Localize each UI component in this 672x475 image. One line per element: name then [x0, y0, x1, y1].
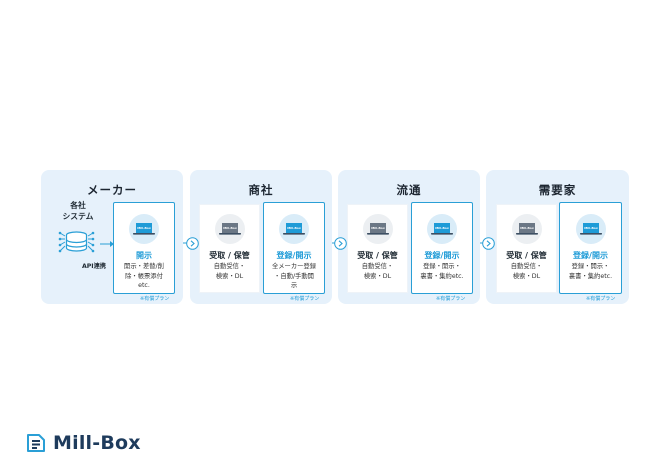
svg-text:Mill-Box: Mill-Box — [435, 226, 449, 230]
paid-plan-note: ※有償プラン — [436, 296, 466, 302]
box-description: 全メーカー登録 ・自動/手動開 示 — [271, 263, 317, 290]
consumer-receive-box: Mill-Box 受取 / 保管 自動受信・ 検索・DL — [496, 204, 557, 293]
brand-name: Mill-Box — [53, 432, 141, 454]
svg-text:Mill-Box: Mill-Box — [137, 226, 151, 230]
svg-text:Mill-Box: Mill-Box — [371, 226, 385, 230]
systems-label: 各社 システム — [62, 201, 94, 221]
trading-register-box: Mill-Box 登録/開示 全メーカー登録 ・自動/手動開 示 — [263, 202, 325, 294]
brand-logo: Mill-Box — [25, 432, 141, 454]
box-label: 登録/開示 — [276, 251, 312, 260]
database-icon — [58, 231, 95, 253]
panel-title-consumer: 需要家 — [538, 183, 577, 197]
arrow-right-circle-icon — [482, 236, 495, 250]
box-description: 登録・開示・ 裏書・集約etc. — [420, 263, 464, 280]
arrow-right-circle-icon — [186, 236, 199, 250]
paid-plan-note: ※有償プラン — [140, 296, 170, 302]
box-description: 登録・開示・ 裏書・集約etc. — [568, 263, 613, 280]
distribution-register-box: Mill-Box 登録/開示 登録・開示・ 裏書・集約etc. — [411, 202, 473, 294]
box-description: 自動受信・ 検索・DL — [213, 263, 246, 280]
laptop-icon: Mill-Box — [279, 214, 309, 244]
box-label: 受取 / 保管 — [506, 251, 547, 260]
svg-text:Mill-Box: Mill-Box — [584, 226, 598, 230]
mill-box-logo-icon — [27, 434, 45, 452]
panel-title-distribution: 流通 — [396, 183, 422, 197]
box-label: 受取 / 保管 — [209, 251, 250, 260]
laptop-icon: Mill-Box — [362, 214, 393, 244]
svg-text:Mill-Box: Mill-Box — [223, 226, 237, 230]
laptop-icon: Mill-Box — [427, 214, 457, 244]
panel-title-maker: メーカー — [87, 183, 137, 197]
api-label: API連携 — [81, 263, 106, 270]
box-label: 開示 — [136, 251, 152, 260]
laptop-icon: Mill-Box — [129, 214, 159, 244]
api-arrow — [100, 241, 114, 247]
distribution-receive-box: Mill-Box 受取 / 保管 自動受信・ 検索・DL — [347, 204, 408, 293]
laptop-icon: Mill-Box — [214, 214, 245, 244]
box-description: 自動受信・ 検索・DL — [510, 263, 543, 280]
consumer-register-box: Mill-Box 登録/開示 登録・開示・ 裏書・集約etc. — [559, 202, 622, 294]
svg-text:Mill-Box: Mill-Box — [520, 226, 534, 230]
laptop-icon: Mill-Box — [511, 214, 542, 244]
box-label: 受取 / 保管 — [357, 251, 398, 260]
svg-text:Mill-Box: Mill-Box — [287, 226, 301, 230]
box-label: 登録/開示 — [424, 251, 460, 260]
paid-plan-note: ※有償プラン — [290, 296, 320, 302]
paid-plan-note: ※有償プラン — [586, 296, 616, 302]
arrow-right-circle-icon — [334, 236, 347, 250]
box-description: 自動受信・ 検索・DL — [361, 263, 394, 280]
panel-title-trading: 商社 — [248, 183, 274, 197]
laptop-icon: Mill-Box — [575, 214, 606, 244]
maker-disclose-box: Mill-Box 開示 開示・差替/削 除・帳票添付 etc. — [113, 202, 175, 294]
box-description: 開示・差替/削 除・帳票添付 etc. — [124, 263, 164, 290]
box-label: 登録/開示 — [573, 251, 608, 260]
trading-receive-box: Mill-Box 受取 / 保管 自動受信・ 検索・DL — [199, 204, 260, 293]
